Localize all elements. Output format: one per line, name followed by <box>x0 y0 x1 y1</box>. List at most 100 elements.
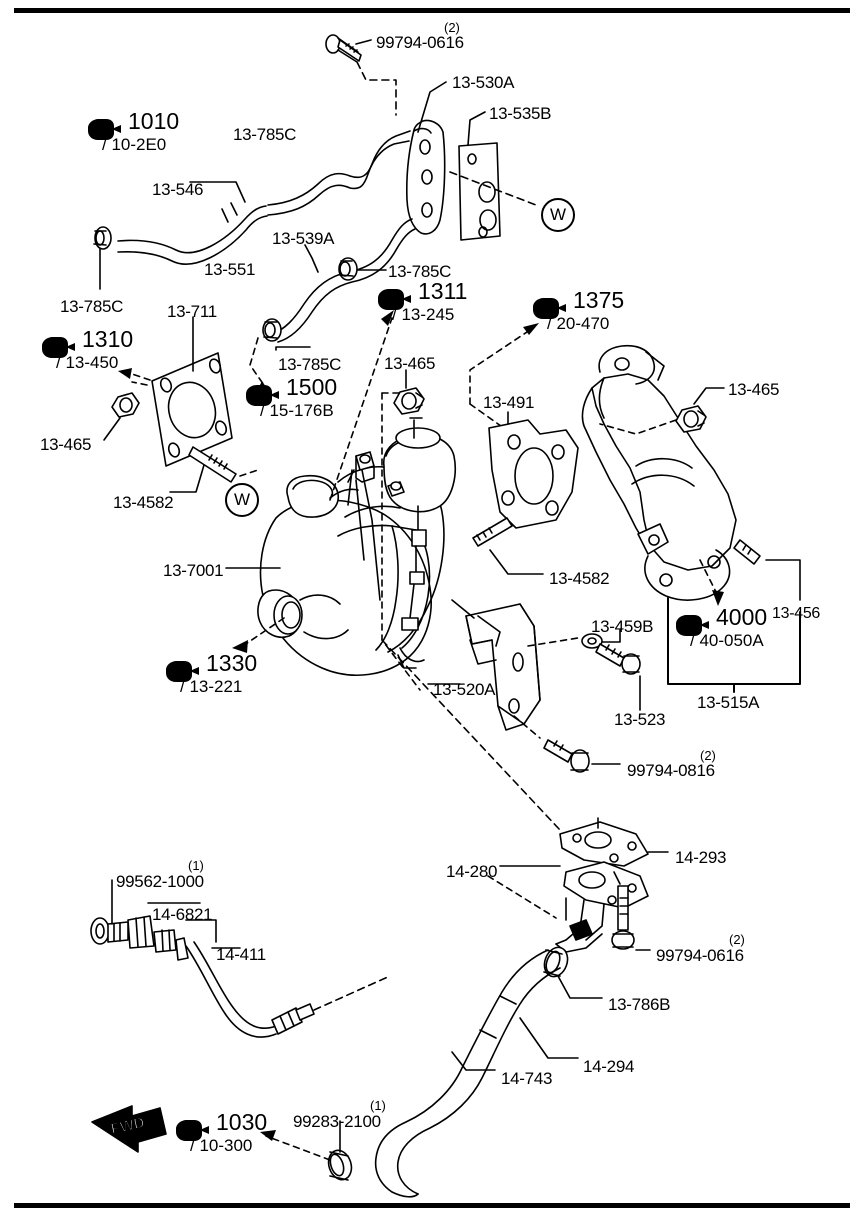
part-label-13-520A: 13-520A <box>433 680 496 699</box>
part-label-14-411: 14-411 <box>216 945 266 964</box>
clamp-99283-2100 <box>327 1149 353 1181</box>
part-label-13-523: 13-523 <box>614 710 666 729</box>
part-label-13-785C-d: 13-785C <box>278 355 342 374</box>
ref-block-4000: 4000 / 40-050A <box>676 604 768 650</box>
plate-13-535B <box>458 142 501 241</box>
ref-number: 1375 <box>573 287 625 313</box>
ref-number: 1310 <box>82 326 134 352</box>
part-label-13-465-a: 13-465 <box>40 435 92 454</box>
ref-number: 4000 <box>716 604 768 630</box>
bolt-99794-0616-bottom <box>611 885 635 950</box>
part-label-13-535B: 13-535B <box>489 104 552 123</box>
nut-13-465-right <box>675 405 707 433</box>
part-label-13-515A: 13-515A <box>697 693 760 712</box>
qty-99283-2100: (1) <box>370 1098 386 1113</box>
part-label-99794-0616-top: 99794-0616 <box>376 33 464 52</box>
nut-13-465-left <box>111 392 140 418</box>
part-label-13-785C-b: 13-785C <box>60 297 124 316</box>
part-label-13-459B: 13-459B <box>591 617 654 636</box>
ref-sub: / 13-450 <box>56 353 119 372</box>
part-label-13-456: 13-456 <box>772 605 821 622</box>
part-label-99562-1000: 99562-1000 <box>116 872 204 891</box>
part-label-13-491: 13-491 <box>483 393 535 412</box>
part-label-13-465-b: 13-465 <box>384 354 436 373</box>
part-label-13-539A: 13-539A <box>272 229 335 248</box>
qty-99794-0616-top: (2) <box>444 20 460 35</box>
part-label-13-530A: 13-530A <box>452 73 515 92</box>
ref-number: 1330 <box>206 650 258 676</box>
part-label-13-465-c: 13-465 <box>728 380 780 399</box>
washer-99562-1000 <box>90 917 110 945</box>
exhaust-elbow-13-515A <box>581 344 737 601</box>
part-label-13-4582-b: 13-4582 <box>549 569 610 588</box>
ref-sub: / 40-050A <box>690 631 764 650</box>
w-marker-left: W <box>225 483 259 517</box>
bolt-13-523 <box>595 643 641 675</box>
part-label-13-4582-a: 13-4582 <box>113 493 174 512</box>
part-label-13-786B: 13-786B <box>608 995 671 1014</box>
bottom-rule <box>14 1203 850 1208</box>
ref-block-1030: 1030 / 10-300 <box>176 1109 268 1155</box>
qty-99794-0816: (2) <box>700 748 716 763</box>
pipe-13-539A-upper <box>267 130 411 216</box>
oil-pipe-14-411 <box>90 915 391 1038</box>
part-label-14-294: 14-294 <box>583 1057 635 1076</box>
w-marker-top: W <box>541 198 575 232</box>
bolt-99794-0616-top <box>325 34 362 63</box>
gasket-13-711 <box>151 352 233 467</box>
nut-13-465-mid <box>393 387 425 415</box>
part-label-13-785C-a: 13-785C <box>233 125 297 144</box>
part-label-14-280: 14-280 <box>446 862 498 881</box>
grommet-13-785C-lower <box>262 318 282 342</box>
ref-sub: / 10-300 <box>190 1136 253 1155</box>
part-label-14-743: 14-743 <box>501 1069 553 1088</box>
part-label-13-711: 13-711 <box>167 302 217 321</box>
washer-13-459B <box>581 633 603 649</box>
gasket-14-293 <box>559 821 649 867</box>
clamp-13-786B <box>543 946 569 978</box>
bracket-13-530A <box>406 119 446 235</box>
bolt-99794-0816 <box>543 739 590 773</box>
part-label-99794-0816: 99794-0816 <box>627 761 715 780</box>
part-label-13-7001: 13-7001 <box>163 561 224 580</box>
ref-number: 1030 <box>216 1109 268 1135</box>
hose-14-294-14-743 <box>374 949 561 1198</box>
gasket-13-491 <box>488 419 579 529</box>
part-label-99283-2100: 99283-2100 <box>293 1112 381 1131</box>
ref-sub: / 13-221 <box>180 677 243 696</box>
hand-pointer-icons <box>42 119 709 1141</box>
ref-number: 1500 <box>286 374 338 400</box>
ref-sub: / 15-176B <box>260 401 334 420</box>
stud-13-4582-right <box>472 517 513 547</box>
part-label-14-293: 14-293 <box>675 848 727 867</box>
ref-number: 1010 <box>128 108 180 134</box>
ref-block-1330: 1330 / 13-221 <box>166 650 258 696</box>
ref-block-1500: 1500 / 15-176B <box>246 374 338 420</box>
part-label-13-785C-c: 13-785C <box>388 262 452 281</box>
qty-99562-1000: (1) <box>188 858 204 873</box>
stud-13-4582-left <box>188 446 237 483</box>
part-label-99794-0616-bottom: 99794-0616 <box>656 946 744 965</box>
top-rule <box>14 8 850 13</box>
grommet-13-785C-upper <box>338 257 358 281</box>
fwd-arrow: FWD <box>91 1105 167 1153</box>
ref-sub: / 13-245 <box>392 305 455 324</box>
ref-block-1311: 1311 / 13-245 <box>378 278 468 324</box>
qty-99794-0616-bottom: (2) <box>729 932 745 947</box>
hose-13-546 <box>117 202 268 265</box>
part-label-13-546: 13-546 <box>152 180 204 199</box>
bracket-13-520A <box>465 603 541 731</box>
ref-sub: / 10-2E0 <box>102 135 167 154</box>
part-label-14-6821: 14-6821 <box>152 905 213 924</box>
ref-sub: / 20-470 <box>547 314 610 333</box>
fitting-14-280 <box>555 861 649 953</box>
ref-block-1310: 1310 / 13-450 <box>42 326 134 372</box>
ref-block-1010: 1010 / 10-2E0 <box>88 108 180 154</box>
grommet-13-785C-left <box>93 226 112 250</box>
stud-13-456 <box>733 539 761 565</box>
turbocharger-body-13-7001 <box>257 417 456 676</box>
ref-number: 1311 <box>418 278 468 304</box>
part-label-13-551: 13-551 <box>204 260 256 279</box>
